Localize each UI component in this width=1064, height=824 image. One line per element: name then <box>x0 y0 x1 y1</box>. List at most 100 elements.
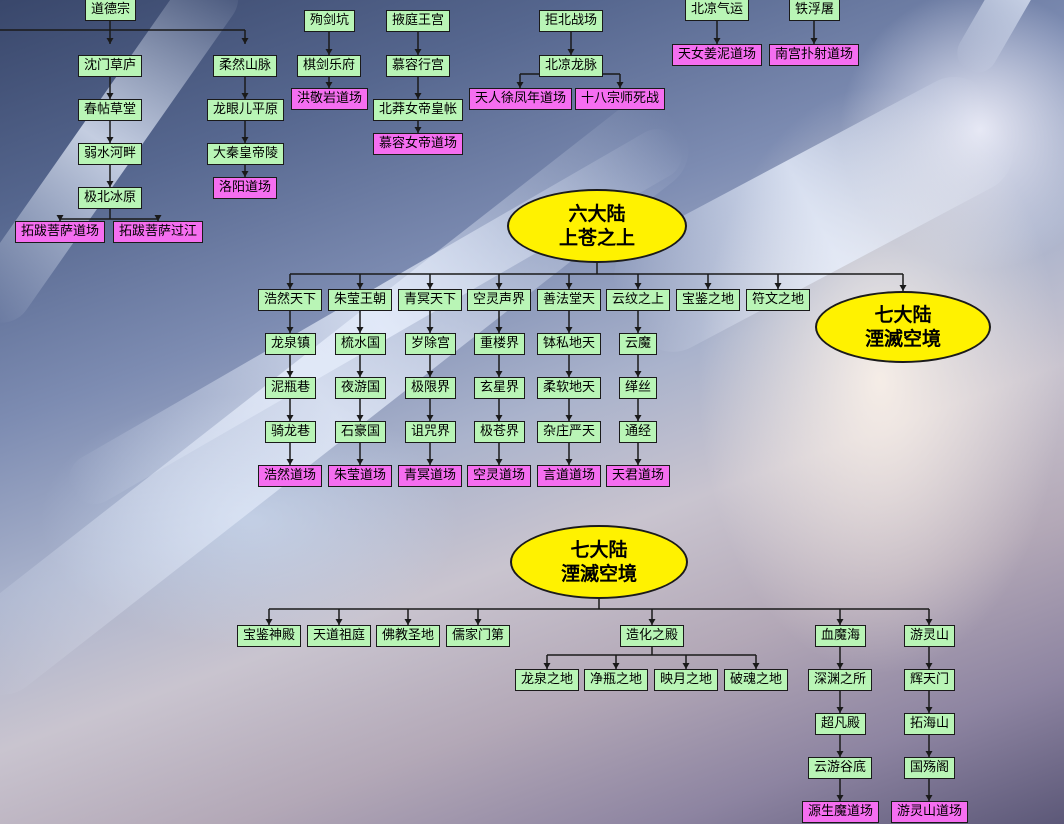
node-col1[interactable]: 沈门草庐 <box>78 55 143 77</box>
node-col2[interactable]: 柔然山脉 <box>213 55 278 77</box>
leaf-node[interactable]: 拓跋菩萨道场 <box>15 221 106 243</box>
arrow-head <box>616 82 624 88</box>
region-node[interactable]: 夜游国 <box>335 377 387 399</box>
region-node[interactable]: 重楼界 <box>474 333 526 355</box>
region-node[interactable]: 诅咒界 <box>405 421 457 443</box>
region-node[interactable]: 云魔 <box>619 333 658 355</box>
node-col4[interactable]: 掖庭王宫 <box>386 10 451 32</box>
node-col3[interactable]: 殉剑坑 <box>304 10 356 32</box>
region-node[interactable]: 符文之地 <box>746 289 811 311</box>
region-node[interactable]: 国殇阁 <box>904 757 956 779</box>
node-col6[interactable]: 北凉气运 <box>685 0 750 21</box>
node-col4[interactable]: 慕容行宫 <box>386 55 451 77</box>
region-node[interactable]: 岁除宫 <box>405 333 457 355</box>
arrow-head <box>356 371 364 377</box>
arrow-head <box>567 49 575 55</box>
region-node[interactable]: 佛教圣地 <box>376 625 441 647</box>
region-node[interactable]: 空灵声界 <box>467 289 532 311</box>
arrow-head <box>836 663 844 669</box>
node-col5[interactable]: 拒北战场 <box>539 10 604 32</box>
arrow-head <box>543 663 551 669</box>
leaf-node[interactable]: 拓跋菩萨过江 <box>113 221 204 243</box>
region-node[interactable]: 善法堂天 <box>537 289 602 311</box>
node-col1[interactable]: 春帖草堂 <box>78 99 143 121</box>
region-node[interactable]: 泥瓶巷 <box>265 377 317 399</box>
node-col7[interactable]: 铁浮屠 <box>789 0 841 21</box>
leaf-node[interactable]: 言道道场 <box>537 465 602 487</box>
leaf-node[interactable]: 天君道场 <box>606 465 671 487</box>
arrow-head <box>565 283 573 289</box>
region-node[interactable]: 浩然天下 <box>258 289 323 311</box>
arrow-head <box>634 459 642 465</box>
region-node[interactable]: 龙泉镇 <box>265 333 317 355</box>
region-node[interactable]: 骑龙巷 <box>265 421 317 443</box>
region-node[interactable]: 宝鉴神殿 <box>237 625 302 647</box>
node-col1[interactable]: 极北冰原 <box>78 187 143 209</box>
arrow-head <box>426 327 434 333</box>
node-daodezong[interactable]: 道德宗 <box>85 0 137 21</box>
leaf-node[interactable]: 空灵道场 <box>467 465 532 487</box>
region-node[interactable]: 缂丝 <box>619 377 658 399</box>
leaf-node[interactable]: 游灵山道场 <box>891 801 969 823</box>
region-node[interactable]: 玄星界 <box>474 377 526 399</box>
region-node[interactable]: 破魂之地 <box>724 669 789 691</box>
region-node[interactable]: 游灵山 <box>904 625 956 647</box>
arrow-head <box>241 38 249 44</box>
region-node[interactable]: 青冥天下 <box>398 289 463 311</box>
region-node[interactable]: 宝鉴之地 <box>676 289 741 311</box>
region-node[interactable]: 龙泉之地 <box>515 669 580 691</box>
node-col1[interactable]: 弱水河畔 <box>78 143 143 165</box>
arrow-head <box>495 415 503 421</box>
leaf-node[interactable]: 洪敬岩道场 <box>291 88 369 110</box>
arrow-head <box>426 283 434 289</box>
arrow-head <box>414 127 422 133</box>
node-col3[interactable]: 棋剑乐府 <box>297 55 362 77</box>
arrow-head <box>325 49 333 55</box>
region-node[interactable]: 造化之殿 <box>620 625 685 647</box>
node-col4[interactable]: 北莽女帝皇帐 <box>373 99 464 121</box>
region-node[interactable]: 杂庄严天 <box>537 421 602 443</box>
leaf-node[interactable]: 慕容女帝道场 <box>373 133 464 155</box>
leaf-node[interactable]: 朱莹道场 <box>328 465 393 487</box>
continent-ellipse[interactable]: 七大陆湮滅空境 <box>510 525 688 599</box>
node-col5[interactable]: 北凉龙脉 <box>539 55 604 77</box>
region-node[interactable]: 深渊之所 <box>808 669 873 691</box>
region-node[interactable]: 儒家门第 <box>446 625 511 647</box>
region-node[interactable]: 血魔海 <box>815 625 867 647</box>
arrow-head <box>426 459 434 465</box>
node-col2[interactable]: 大秦皇帝陵 <box>207 143 285 165</box>
leaf-node[interactable]: 洛阳道场 <box>213 177 278 199</box>
leaf-node[interactable]: 天人徐凤年道场 <box>469 88 573 110</box>
leaf-node[interactable]: 青冥道场 <box>398 465 463 487</box>
region-node[interactable]: 石豪国 <box>335 421 387 443</box>
arrow-head <box>106 137 114 143</box>
ellipse-title: 六大陆 <box>568 203 626 225</box>
ellipse-title: 七大陆 <box>570 539 628 561</box>
region-node[interactable]: 朱莹王朝 <box>328 289 393 311</box>
arrow-head <box>634 283 642 289</box>
arrow-head <box>704 283 712 289</box>
leaf-node[interactable]: 天女姜泥道场 <box>672 44 763 66</box>
region-node[interactable]: 拓海山 <box>904 713 956 735</box>
region-node[interactable]: 钵私地天 <box>537 333 602 355</box>
region-node[interactable]: 柔软地天 <box>537 377 602 399</box>
node-col2[interactable]: 龙眼儿平原 <box>207 99 285 121</box>
region-node[interactable]: 天道祖庭 <box>307 625 372 647</box>
region-node[interactable]: 极苍界 <box>474 421 526 443</box>
leaf-node[interactable]: 浩然道场 <box>258 465 323 487</box>
region-node[interactable]: 超凡殿 <box>815 713 867 735</box>
region-node[interactable]: 梳水国 <box>335 333 387 355</box>
region-node[interactable]: 云纹之上 <box>606 289 671 311</box>
continent-ellipse[interactable]: 七大陆湮滅空境 <box>815 291 991 363</box>
region-node[interactable]: 净瓶之地 <box>584 669 649 691</box>
continent-ellipse[interactable]: 六大陆上苍之上 <box>507 189 687 263</box>
leaf-node[interactable]: 源生魔道场 <box>802 801 880 823</box>
region-node[interactable]: 通经 <box>619 421 658 443</box>
arrow-head <box>495 327 503 333</box>
region-node[interactable]: 极限界 <box>405 377 457 399</box>
region-node[interactable]: 辉天门 <box>904 669 956 691</box>
region-node[interactable]: 云游谷底 <box>808 757 873 779</box>
leaf-node[interactable]: 南宫扑射道场 <box>769 44 860 66</box>
leaf-node[interactable]: 十八宗师死战 <box>575 88 666 110</box>
region-node[interactable]: 映月之地 <box>654 669 719 691</box>
